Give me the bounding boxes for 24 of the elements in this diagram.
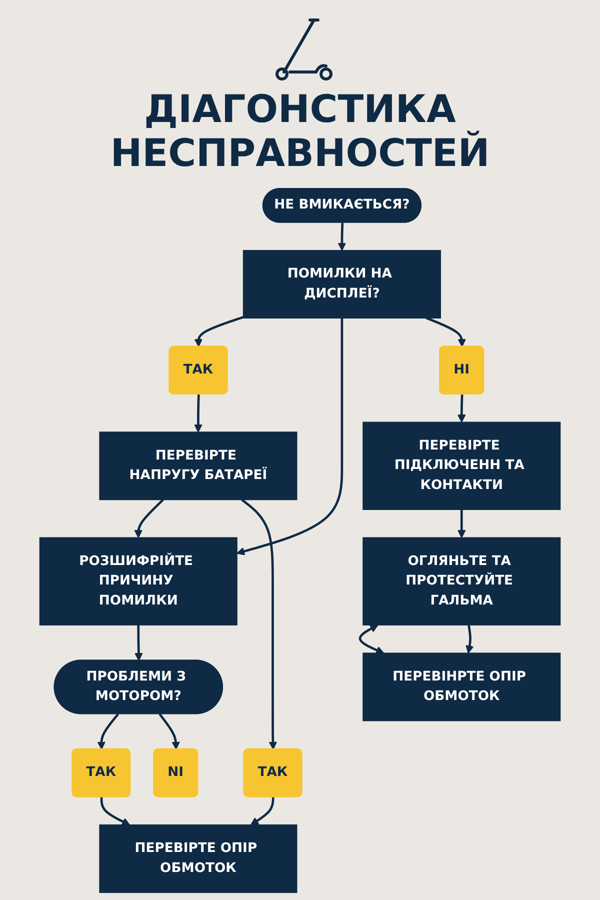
arrow bbox=[466, 625, 474, 654]
node-box: ПОМИЛКИ НА ДИСПЛЕЇ? bbox=[242, 250, 441, 319]
arrow bbox=[194, 394, 202, 433]
arrow bbox=[134, 499, 164, 538]
arrow bbox=[358, 625, 384, 654]
node-box: ПЕРЕВІРТЕ ПІДКЛЮЧЕНН ТА КОНТАКТИ bbox=[362, 422, 561, 510]
arrow bbox=[100, 798, 130, 826]
arrow bbox=[194, 316, 244, 348]
arrow bbox=[338, 223, 346, 252]
node-box: ПЕРЕВІРТЕ ОПІР ОБМОТОК bbox=[99, 824, 298, 894]
arrow bbox=[458, 510, 466, 538]
arrow bbox=[97, 714, 119, 750]
arrow bbox=[426, 317, 466, 348]
node-box: РОЗШИФРІЙТЕ ПРИЧИНУ ПОМИЛКИ bbox=[39, 538, 238, 626]
arrow bbox=[250, 798, 274, 826]
arrow bbox=[458, 394, 466, 423]
arrow bbox=[134, 625, 143, 662]
arrow bbox=[236, 318, 344, 556]
node-box: ОГЛЯНЬТЕ ТА ПРОТЕСТУЙТЕ ГАЛЬМА bbox=[362, 538, 561, 626]
title: ДІАГОНСТИКА НЕСПРАВНОСТЕЙ bbox=[109, 88, 491, 176]
arrow bbox=[241, 499, 278, 750]
node-box: ПЕРЕВІНРТЕ ОПІР ОБМОТОК bbox=[362, 653, 561, 722]
arrow bbox=[158, 714, 180, 750]
node-box: ПЕРЕВІРТЕ НАПРУГУ БАТАРЕЇ bbox=[99, 432, 298, 501]
